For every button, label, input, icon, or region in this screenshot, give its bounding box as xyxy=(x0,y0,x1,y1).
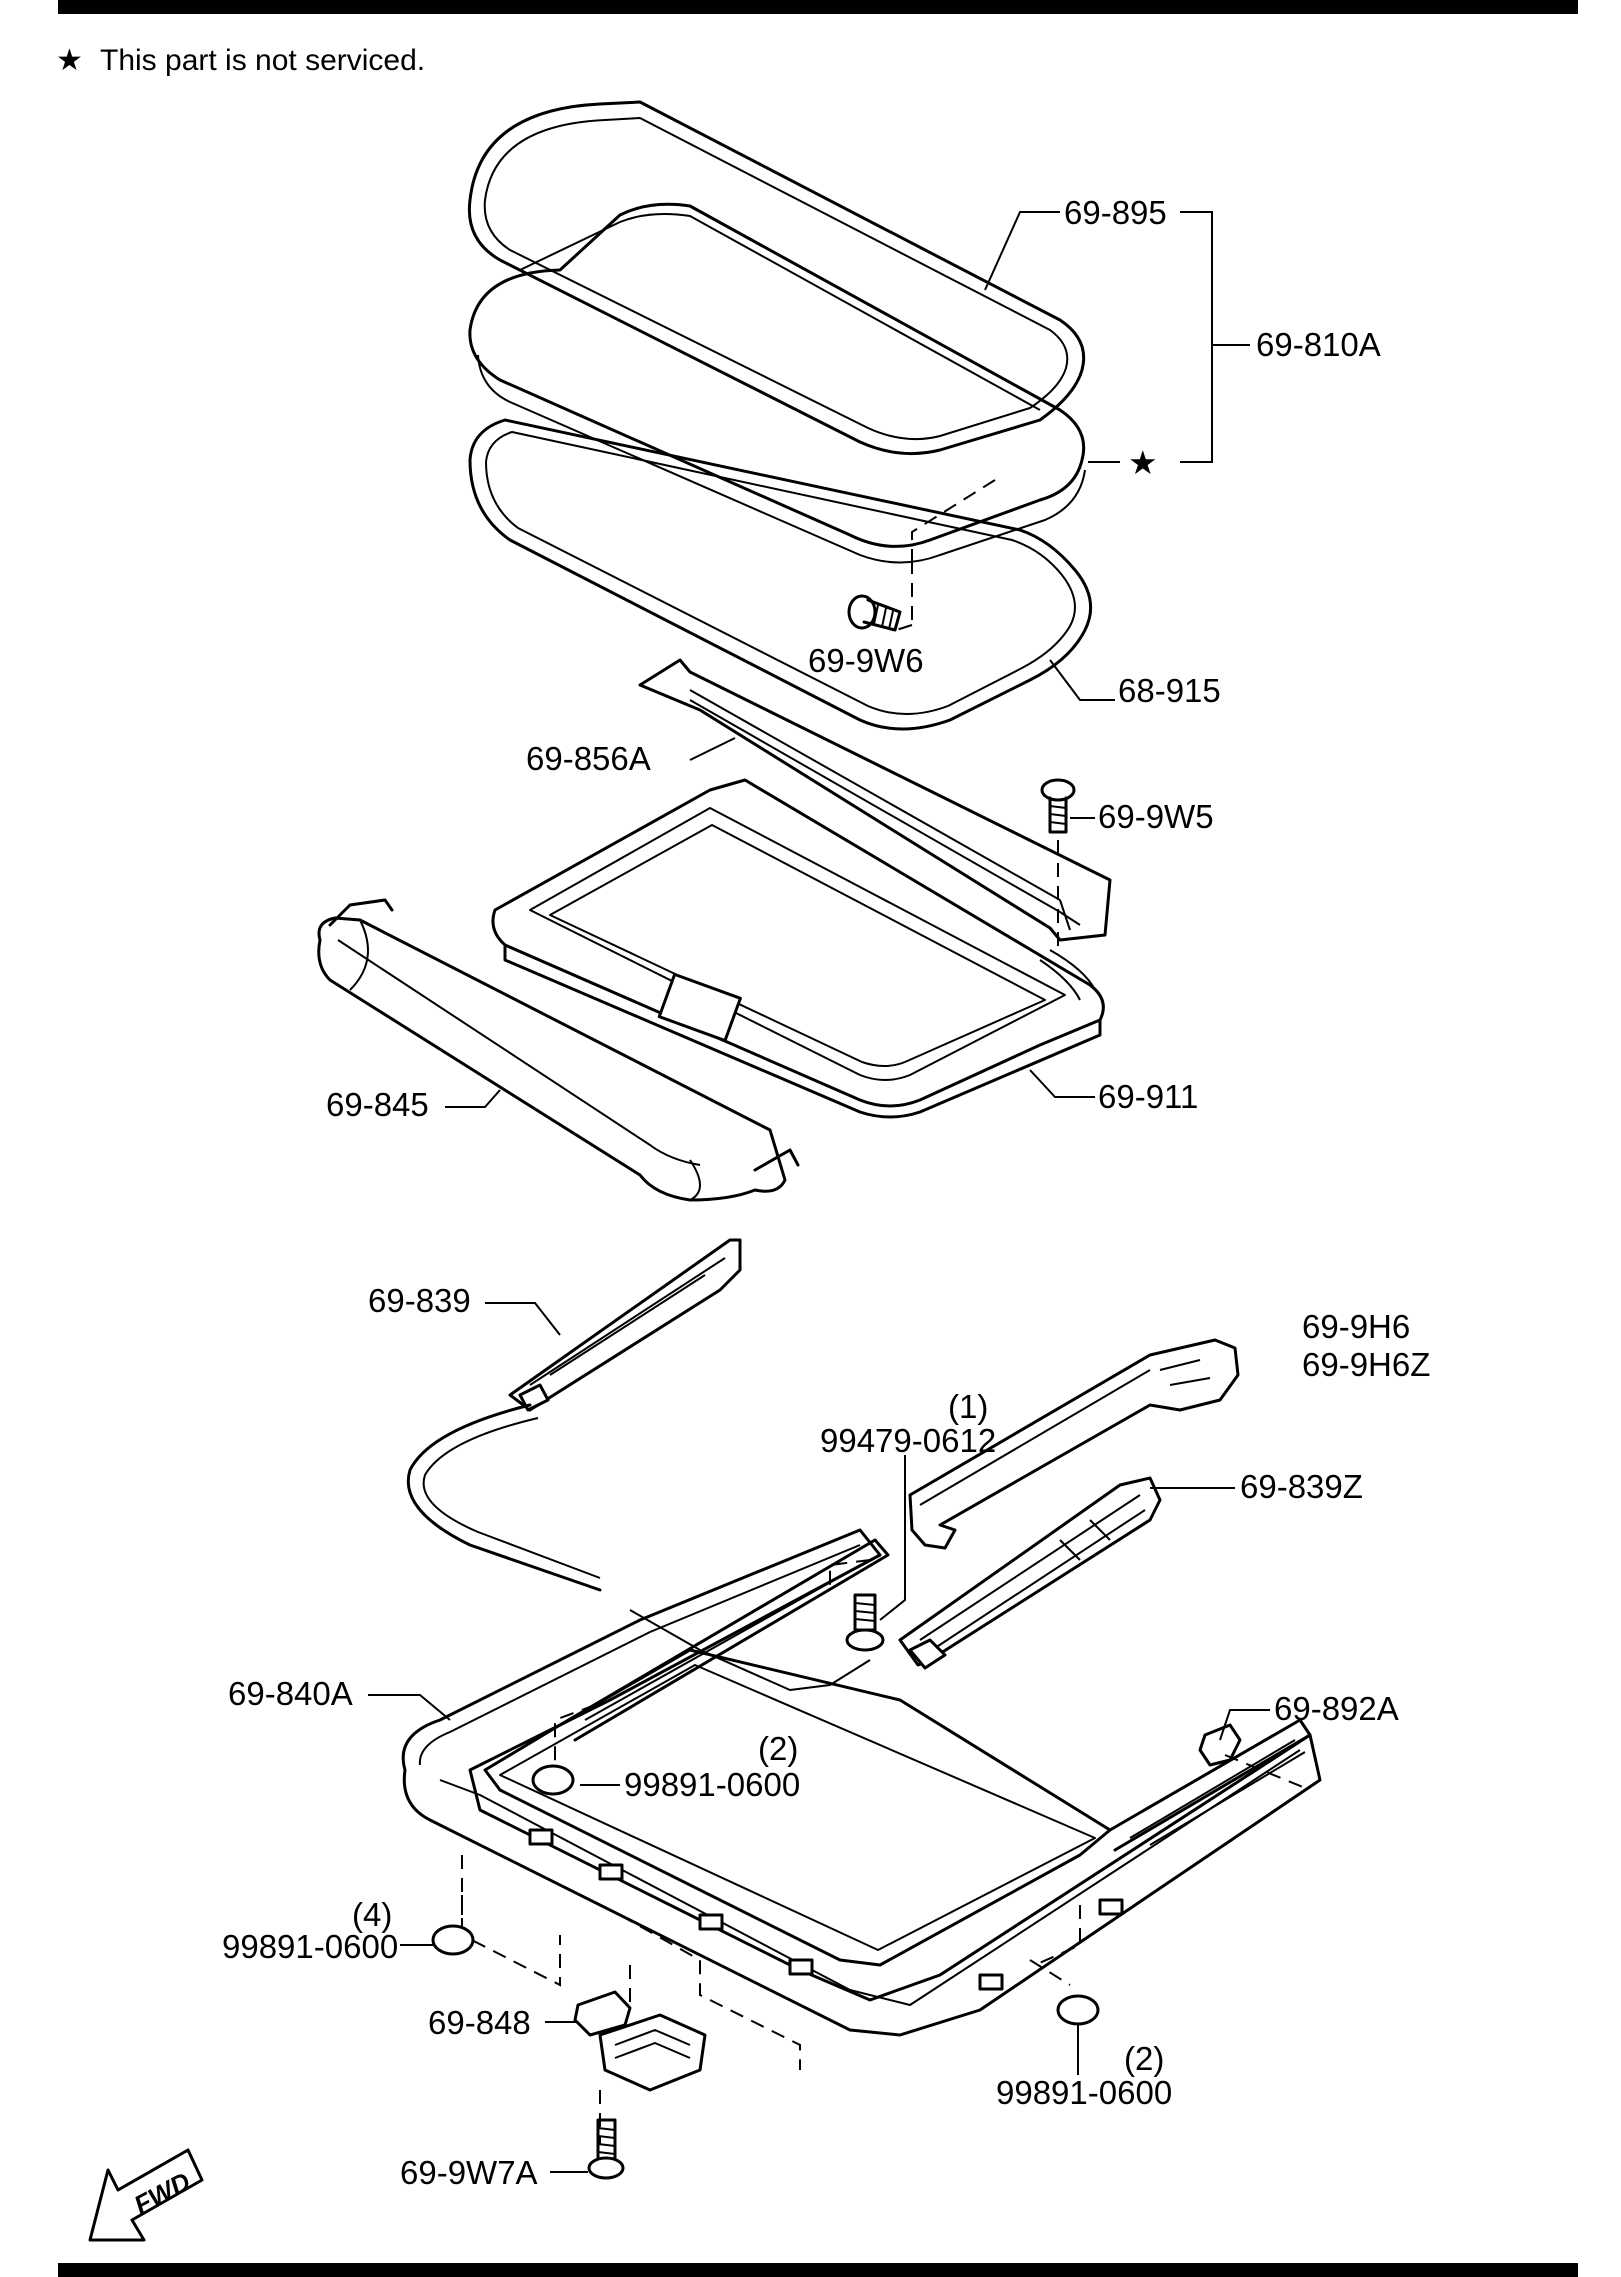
note-text: This part is not serviced. xyxy=(100,44,425,77)
part-glass-pane-inner xyxy=(519,213,1041,411)
nuts-99891-0600 xyxy=(431,1704,1100,2070)
label-69-9W7A: 69-9W7A xyxy=(400,2154,538,2191)
label-qty-2a: (2) xyxy=(758,1730,798,1767)
label-69-9W5: 69-9W5 xyxy=(1098,798,1214,835)
part-69-848-motor xyxy=(573,1965,707,2145)
part-69-856A-deflector xyxy=(638,658,1112,942)
label-69-911: 69-911 xyxy=(1098,1078,1198,1115)
not-serviced-star-marker: ★ xyxy=(1128,444,1158,481)
label-69-9W6: 69-9W6 xyxy=(808,642,924,679)
label-69-9H6: 69-9H6 xyxy=(1302,1308,1410,1345)
label-69-895: 69-895 xyxy=(1064,194,1167,231)
label-69-848: 69-848 xyxy=(428,2004,531,2041)
part-69-840A-housing xyxy=(401,1528,1322,2037)
label-69-810A: 69-810A xyxy=(1256,326,1381,363)
part-69-911-frame xyxy=(491,778,1105,1119)
label-qty-1: (1) xyxy=(948,1388,988,1425)
label-69-845: 69-845 xyxy=(326,1086,429,1123)
part-69-9W6-bolt xyxy=(847,594,902,632)
part-69-839Z-rail xyxy=(898,1476,1162,1670)
leader-lines xyxy=(368,211,1270,2173)
part-69-895-inner-edge xyxy=(483,117,1069,441)
part-glass-pane xyxy=(468,202,1086,548)
part-69-895-weatherstrip xyxy=(467,100,1086,456)
label-68-915: 68-915 xyxy=(1118,672,1221,709)
part-69-845-sunshade xyxy=(317,898,800,1202)
label-69-892A: 69-892A xyxy=(1274,1690,1399,1727)
label-69-9H6Z: 69-9H6Z xyxy=(1302,1346,1430,1383)
part-68-915-seal xyxy=(468,418,1093,731)
fwd-arrow-icon: FWD xyxy=(88,2148,204,2242)
note-star-icon: ★ xyxy=(56,44,83,77)
part-68-915-seal-inner xyxy=(485,431,1076,715)
label-99479-0612: 99479-0612 xyxy=(820,1422,996,1459)
part-69-9W7A-screw xyxy=(587,2118,625,2180)
label-69-839: 69-839 xyxy=(368,1282,471,1319)
bottom-border-bar xyxy=(58,2263,1578,2277)
label-69-856A: 69-856A xyxy=(526,740,651,777)
part-69-9W5-bolt xyxy=(1040,778,1076,950)
glass-panel-assembly xyxy=(467,100,1093,731)
glass-locator-dash xyxy=(889,479,996,633)
label-qty-4: (4) xyxy=(352,1896,392,1933)
part-69-9H6-bracket xyxy=(908,1338,1240,1550)
top-border-bar xyxy=(58,0,1578,14)
label-99891-0600-a: 99891-0600 xyxy=(624,1766,800,1803)
label-99891-0600-c: 99891-0600 xyxy=(996,2074,1172,2111)
part-glass-lower-edge xyxy=(477,354,1086,564)
label-69-839Z: 69-839Z xyxy=(1240,1468,1363,1505)
label-qty-2b: (2) xyxy=(1124,2040,1164,2077)
label-99891-0600-b: 99891-0600 xyxy=(222,1928,398,1965)
label-69-840A: 69-840A xyxy=(228,1675,353,1712)
part-69-892A-clip xyxy=(1198,1723,1311,1791)
part-69-839-rail xyxy=(406,1238,742,1592)
part-99479-0612-bolt xyxy=(829,1559,885,1652)
